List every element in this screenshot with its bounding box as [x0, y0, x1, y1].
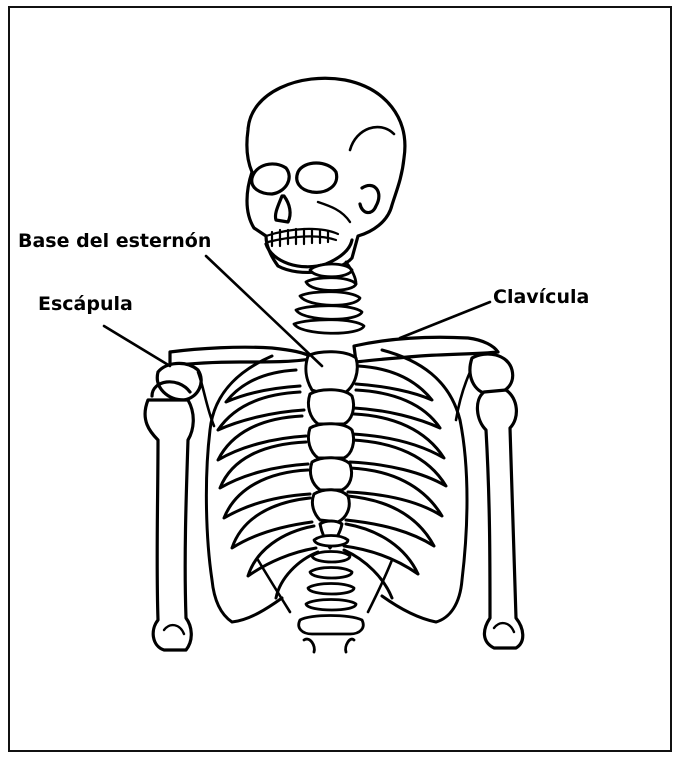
left-humerus: [145, 400, 193, 650]
left-clavicle: [170, 347, 314, 366]
leader-line-clavicle: [400, 302, 490, 338]
label-clavicle: Clavícula: [493, 288, 589, 307]
skull: [247, 78, 405, 272]
right-eye-socket: [297, 163, 337, 192]
label-scapula: Escápula: [38, 295, 133, 314]
left-eye-socket: [252, 164, 289, 194]
leader-line-scapula: [104, 326, 170, 366]
lumbar-spine: [299, 536, 364, 653]
sternum: [306, 352, 357, 548]
right-shoulder: [470, 354, 513, 394]
right-humerus: [477, 390, 522, 648]
label-sternum-base: Base del esternón: [18, 232, 211, 251]
